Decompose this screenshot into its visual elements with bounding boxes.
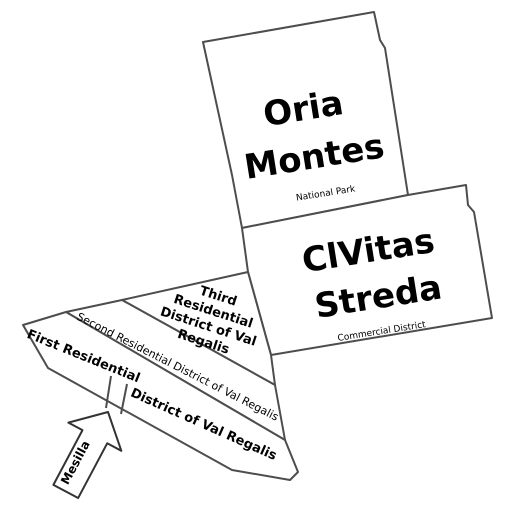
region-first-residential[interactable] [22, 311, 299, 481]
mesilla-marker[interactable]: Mesilla [39, 398, 134, 506]
region-oria-montes[interactable] [202, 11, 409, 229]
mesilla-arrow-icon [52, 411, 123, 500]
mesilla-strip-left [105, 375, 112, 409]
mesilla-strip-right [120, 383, 128, 415]
